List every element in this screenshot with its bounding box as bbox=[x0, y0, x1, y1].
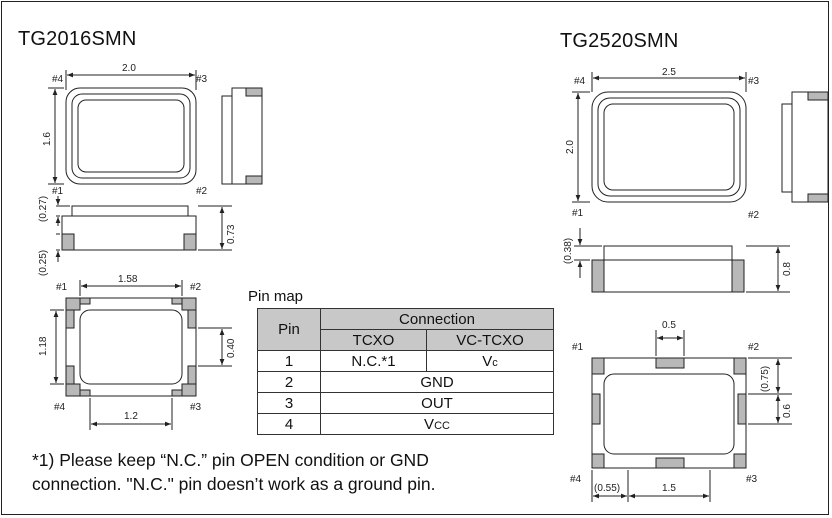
left-bot-pin1: #1 bbox=[56, 282, 68, 293]
row4-main: V bbox=[424, 415, 435, 433]
header-vctcxo: VC-TCXO bbox=[426, 329, 554, 351]
left-top-pin1: #1 bbox=[52, 186, 64, 197]
left-side-top-label: (0.27) bbox=[38, 196, 49, 222]
left-top-view bbox=[48, 70, 197, 185]
row2-pin: 2 bbox=[257, 371, 321, 393]
table-row: 2 GND bbox=[257, 371, 554, 393]
right-width-label: 2.5 bbox=[662, 67, 676, 78]
left-side-height-label: 0.73 bbox=[226, 224, 237, 244]
right-pad-top-label: 0.5 bbox=[662, 320, 676, 331]
row1-vctcxo: Vc bbox=[426, 350, 554, 372]
row3-connection: OUT bbox=[320, 392, 554, 414]
right-top-pin4: #4 bbox=[574, 76, 586, 87]
table-row: 3 OUT bbox=[257, 392, 554, 414]
footnote: *1) Please keep “N.C.” pin OPEN conditio… bbox=[32, 448, 532, 496]
left-bot-pin2: #2 bbox=[190, 282, 202, 293]
left-height-label: 1.6 bbox=[42, 132, 53, 146]
right-top-pin3: #3 bbox=[748, 76, 760, 87]
footnote-line-1: *1) Please keep “N.C.” pin OPEN conditio… bbox=[32, 450, 429, 470]
header-pin: Pin bbox=[257, 308, 321, 351]
left-bot-pin4: #4 bbox=[54, 402, 66, 413]
right-bottom-view bbox=[591, 330, 792, 502]
right-bot-pin3: #3 bbox=[746, 474, 758, 485]
left-width-label: 2.0 bbox=[122, 63, 136, 74]
right-top-pin1: #1 bbox=[572, 208, 584, 219]
right-side-view-front bbox=[574, 228, 790, 293]
row1-tcxo: N.C.*1 bbox=[320, 350, 427, 372]
pinmap-title: Pin map bbox=[248, 288, 304, 305]
footnote-line-2: connection. "N.C." pin doesn’t work as a… bbox=[32, 474, 436, 494]
pinmap-table: Pin Connection TCXO VC-TCXO 1 N.C.*1 Vc … bbox=[257, 308, 554, 435]
left-bot-pin3: #3 bbox=[190, 402, 202, 413]
left-side-view-right bbox=[221, 87, 263, 185]
row4-sub: CC bbox=[434, 419, 450, 432]
right-top-view bbox=[572, 72, 747, 203]
header-tcxo: TCXO bbox=[320, 329, 427, 351]
row2-connection: GND bbox=[320, 371, 554, 393]
right-side-height-label: 0.8 bbox=[782, 262, 793, 276]
left-side-bottom-label: (0.25) bbox=[38, 250, 49, 276]
left-side-view-front bbox=[55, 196, 232, 262]
left-top-pin2: #2 bbox=[196, 186, 208, 197]
right-bot-pin4: #4 bbox=[570, 474, 582, 485]
row1-vctcxo-main: V bbox=[482, 352, 493, 370]
left-pad-height-label: 1.18 bbox=[38, 336, 49, 356]
right-pad-right-upper-label: (0.75) bbox=[760, 366, 771, 392]
right-side-view-right bbox=[781, 91, 829, 203]
row1-vctcxo-sub: c bbox=[492, 356, 498, 369]
left-title: TG2016SMN bbox=[18, 28, 137, 50]
row3-pin: 3 bbox=[257, 392, 321, 414]
right-pad-left-bottom-label: (0.55) bbox=[594, 483, 620, 494]
row4-connection: VCC bbox=[320, 413, 554, 435]
table-row: 4 VCC bbox=[257, 413, 554, 435]
header-connection: Connection bbox=[320, 308, 554, 330]
left-pad-width-label: 1.58 bbox=[118, 274, 138, 285]
right-bot-pin1: #1 bbox=[572, 342, 584, 353]
right-pad-bottom-label: 1.5 bbox=[662, 483, 676, 494]
right-bot-pin2: #2 bbox=[748, 342, 760, 353]
left-top-pin3: #3 bbox=[196, 74, 208, 85]
right-side-top-label: (0.38) bbox=[563, 238, 574, 264]
right-top-pin2: #2 bbox=[748, 210, 760, 221]
right-height-label: 2.0 bbox=[565, 140, 576, 154]
left-pad-bottom-label: 1.2 bbox=[124, 411, 138, 422]
table-row: 1 N.C.*1 Vc bbox=[257, 350, 554, 372]
left-pad-gap-label: 0.40 bbox=[226, 338, 237, 358]
left-bottom-view bbox=[50, 280, 232, 430]
right-pad-right-lower-label: 0.6 bbox=[782, 404, 793, 418]
left-top-pin4: #4 bbox=[52, 74, 64, 85]
row4-pin: 4 bbox=[257, 413, 321, 435]
row1-pin: 1 bbox=[257, 350, 321, 372]
right-title: TG2520SMN bbox=[560, 30, 679, 52]
